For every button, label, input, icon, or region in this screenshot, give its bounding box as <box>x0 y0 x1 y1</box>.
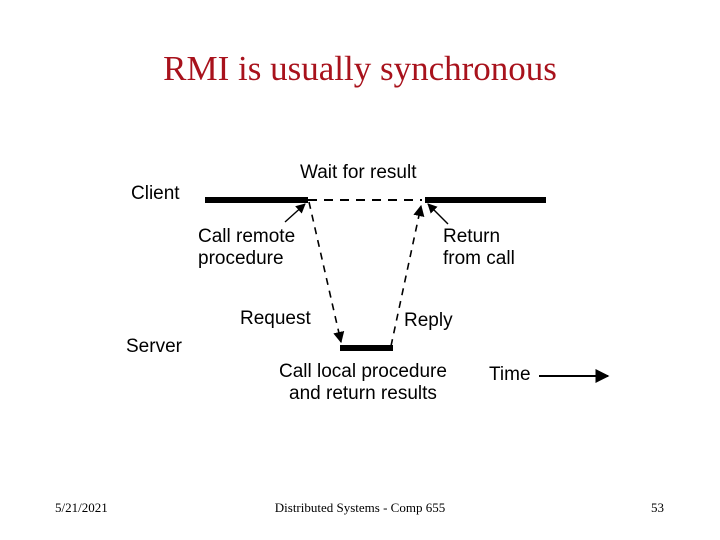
time-axis-label: Time <box>489 364 531 385</box>
footer-page-number: 53 <box>651 500 664 515</box>
call-remote-procedure-label: Call remote procedure <box>198 226 296 269</box>
return-from-call-pointer-arrow <box>427 203 449 225</box>
footer-course-title: Distributed Systems - Comp 655 <box>274 500 446 515</box>
client-lane-label: Client <box>131 183 180 204</box>
reply-message-label: Reply <box>404 310 453 331</box>
footer-date: 5/21/2021 <box>55 500 108 515</box>
call-local-procedure-label: Call local procedure and return results <box>279 361 447 404</box>
call-remote-pointer-arrow <box>284 203 306 223</box>
diagram-canvas <box>205 197 610 383</box>
request-message-label: Request <box>240 308 311 329</box>
page-title: RMI is usually synchronous <box>163 49 557 88</box>
reply-message-arrow <box>390 204 425 347</box>
request-message-arrow <box>308 201 345 344</box>
return-from-call-label: Return from call <box>443 226 515 269</box>
rmi-sequence-diagram: Client Server Wait for result Call remot… <box>0 140 720 430</box>
server-lane-label: Server <box>126 336 182 357</box>
slide-footer: 5/21/2021 Distributed Systems - Comp 655… <box>0 500 720 518</box>
wait-for-result-label: Wait for result <box>300 162 417 183</box>
